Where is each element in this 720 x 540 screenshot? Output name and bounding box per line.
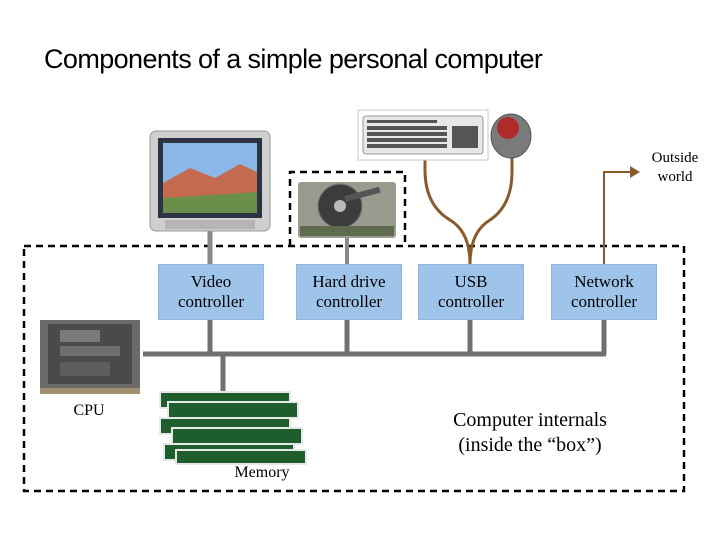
usb-controller-box: USB controller	[418, 264, 524, 320]
hard-drive-image	[298, 182, 396, 238]
network-arrow-line	[603, 171, 634, 264]
video-controller-box: Video controller	[158, 264, 264, 320]
usb-cable-keyboard	[423, 150, 472, 265]
hard-drive-enclosure	[288, 170, 407, 246]
hard-drive-controller-box: Hard drive controller	[296, 264, 402, 320]
usb-cable-mouse	[468, 152, 514, 265]
network-controller-box: Network controller	[551, 264, 657, 320]
memory-image	[159, 391, 307, 465]
system-bus	[143, 318, 607, 392]
network-arrowhead	[630, 166, 640, 178]
monitor-image	[149, 130, 271, 232]
cpu-image	[40, 320, 140, 394]
keyboard-image	[357, 109, 489, 161]
memory-label: Memory	[234, 464, 290, 481]
mouse-image	[490, 113, 532, 159]
internals-label: Computer internals (inside the “box”)	[453, 409, 607, 456]
cpu-label: CPU	[73, 402, 105, 419]
computer-box-border	[22, 244, 686, 493]
outside-world-label: Outside world	[651, 150, 699, 185]
page-title: Components of a simple personal computer	[44, 44, 543, 74]
